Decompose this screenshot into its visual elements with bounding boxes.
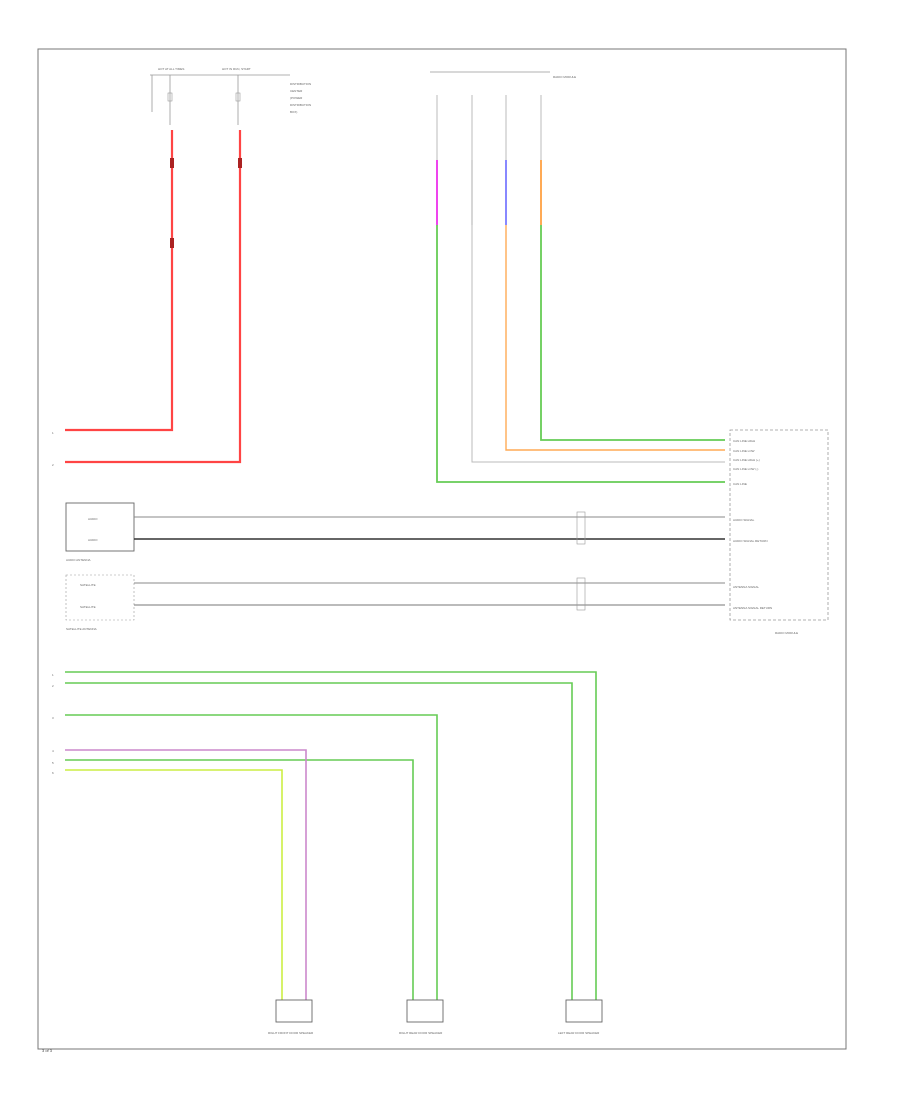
speaker-left-rear: LEFT REAR DOOR SPEAKER — [558, 999, 603, 1035]
svg-text:DISTRIBUTION: DISTRIBUTION — [290, 103, 311, 107]
svg-text:3: 3 — [52, 716, 54, 720]
top-right-connector: RADIO MODULE — [430, 71, 576, 225]
svg-text:DISTRIBUTION: DISTRIBUTION — [290, 82, 311, 86]
radio-pin-2: CAN LINE LOW — [733, 449, 755, 453]
svg-text:AUDIO: AUDIO — [88, 538, 98, 542]
power-wires: 1 2 — [52, 130, 242, 467]
speaker-right-front: RIGHT FRONT DOOR SPEAKER — [268, 999, 314, 1035]
fuse-label-1: HOT AT ALL TIMES — [158, 67, 184, 71]
radio-pin-5: CAN LINE — [733, 482, 747, 486]
radio-module-label: RADIO MODULE — [775, 631, 798, 635]
svg-text:4: 4 — [52, 749, 54, 753]
svg-text:CENTER: CENTER — [290, 89, 303, 93]
audio-antenna: AUDIO AUDIO AUDIO ANTENNA — [65, 502, 725, 562]
radio-pin-9: ANTENNA SIGNAL RETURN — [733, 606, 772, 610]
svg-text:5: 5 — [52, 761, 54, 765]
diagram-border — [37, 48, 847, 1050]
speaker-wires: 1 2 3 4 5 6 — [52, 671, 597, 1000]
can-wires — [436, 225, 725, 483]
speaker-right-rear: RIGHT REAR DOOR SPEAKER — [399, 999, 444, 1035]
top-right-note: RADIO MODULE — [553, 75, 576, 79]
page-number: 3 of 3 — [42, 1048, 53, 1053]
fuse-block: HOT AT ALL TIMES HOT IN RUN, START DISTR… — [150, 67, 311, 125]
audio-antenna-label: AUDIO ANTENNA — [66, 558, 91, 562]
radio-pin-6: AUDIO SIGNAL — [733, 518, 755, 522]
svg-text:(POWER: (POWER — [290, 96, 303, 100]
svg-text:6: 6 — [52, 771, 54, 775]
svg-text:SATELLITE: SATELLITE — [80, 583, 96, 587]
svg-text:1: 1 — [52, 673, 54, 677]
fuse-label-2: HOT IN RUN, START — [222, 67, 251, 71]
radio-pin-4: CAN LINE LOW (-) — [733, 467, 758, 471]
satellite-antenna: SATELLITE SATELLITE SATELLITE ANTENNA — [65, 574, 725, 631]
satellite-antenna-label: SATELLITE ANTENNA — [66, 627, 97, 631]
speaker-label-rf: RIGHT FRONT DOOR SPEAKER — [268, 1031, 314, 1035]
svg-text:2: 2 — [52, 684, 54, 688]
radio-pin-1: CAN LINE HIGH — [733, 439, 755, 443]
speaker-label-lr: LEFT REAR DOOR SPEAKER — [558, 1031, 600, 1035]
radio-pin-7: AUDIO SIGNAL RETURN — [733, 539, 768, 543]
radio-module: CAN LINE HIGH CAN LINE LOW CAN LINE HIGH… — [729, 429, 829, 635]
svg-text:SATELLITE: SATELLITE — [80, 605, 96, 609]
radio-pin-8: ANTENNA SIGNAL — [733, 585, 759, 589]
radio-pin-3: CAN LINE HIGH (+) — [733, 458, 760, 462]
svg-text:1: 1 — [52, 431, 54, 435]
speaker-label-rr: RIGHT REAR DOOR SPEAKER — [399, 1031, 443, 1035]
svg-text:2: 2 — [52, 463, 54, 467]
svg-text:AUDIO: AUDIO — [88, 517, 98, 521]
svg-text:BOX): BOX) — [290, 110, 297, 114]
